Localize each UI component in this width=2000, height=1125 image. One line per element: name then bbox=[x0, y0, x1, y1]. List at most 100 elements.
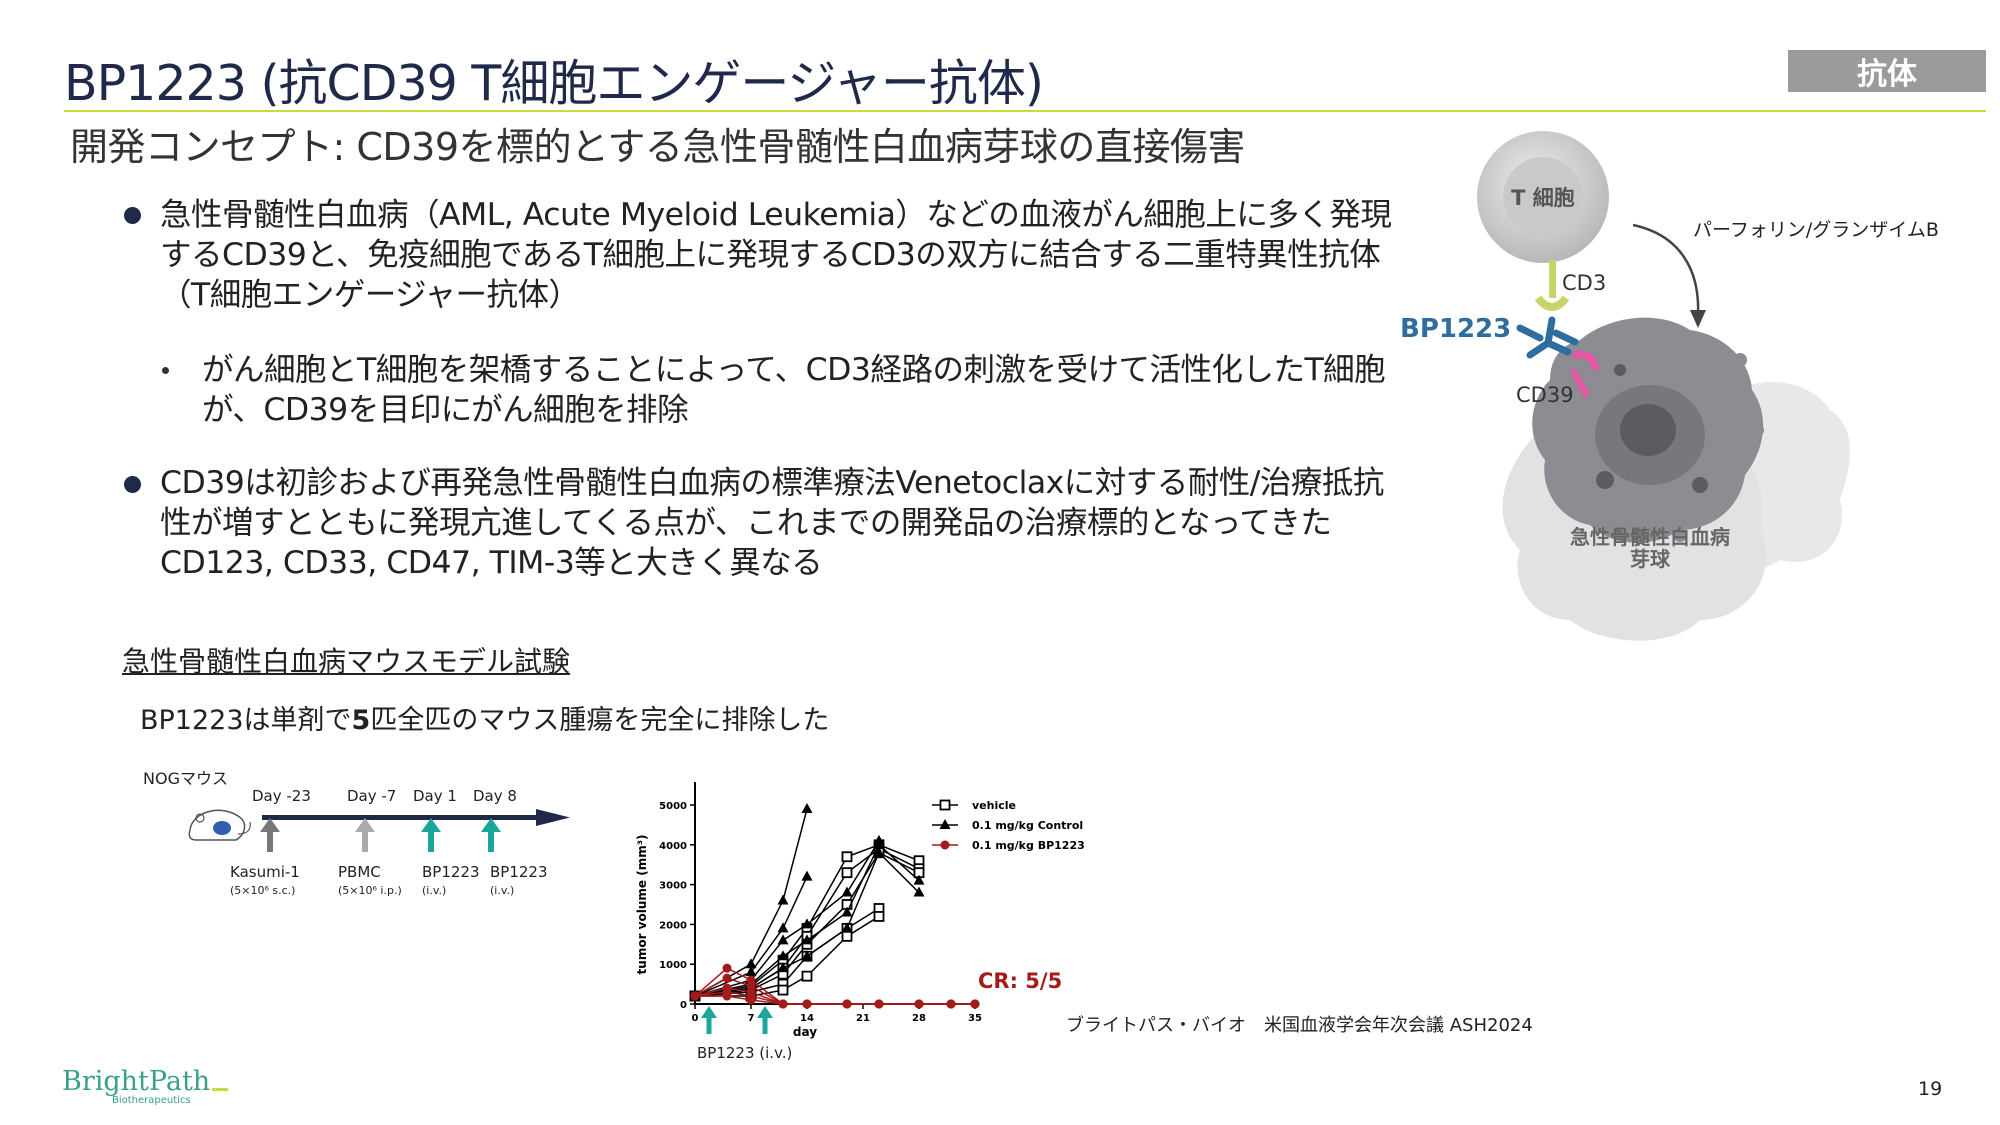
timeline-arrow-shaft bbox=[362, 830, 368, 852]
logo-wordmark: BrightPath bbox=[62, 1066, 211, 1097]
data-point bbox=[801, 934, 813, 945]
bullet-text-2: CD39は初診および再発急性骨髄性白血病の標準療法Venetoclaxに対する耐… bbox=[160, 465, 1384, 581]
mouse-label: NOGマウス bbox=[143, 769, 228, 788]
data-point bbox=[841, 906, 853, 917]
cd3-label: CD3 bbox=[1562, 271, 1606, 295]
sub-bullet-text: がん細胞とT細胞を架橋することによって、CD3経路の刺激を受けて活性化したT細胞… bbox=[202, 352, 1386, 428]
timeline-arrow-shaft bbox=[267, 830, 273, 852]
dosing-arrow-shaft bbox=[762, 1012, 768, 1034]
data-point bbox=[777, 962, 789, 973]
bullet-marker bbox=[124, 207, 141, 224]
data-point bbox=[841, 930, 853, 942]
x-tick-label: 0 bbox=[692, 1013, 699, 1024]
timeline-agent-label: BP1223 bbox=[490, 863, 548, 881]
cr-annotation: CR: 5/5 bbox=[978, 969, 1062, 993]
antibody-icon bbox=[1516, 316, 1579, 359]
timeline-day-label: Day -23 bbox=[252, 787, 311, 805]
data-point bbox=[940, 840, 950, 850]
bullet-marker bbox=[124, 476, 141, 493]
timeline-arrow-icon bbox=[260, 818, 280, 832]
x-tick-label: 14 bbox=[800, 1013, 814, 1024]
cd3-receptor bbox=[1534, 260, 1570, 311]
study-heading: 急性骨髄性白血病マウスモデル試験 bbox=[122, 645, 571, 678]
data-point bbox=[777, 894, 789, 905]
data-point bbox=[801, 802, 813, 813]
page-number: 19 bbox=[1918, 1078, 1943, 1100]
x-tick-label: 35 bbox=[968, 1013, 982, 1024]
slide-title: BP1223 (抗CD39 T細胞エンゲージャー抗体) bbox=[64, 55, 1044, 112]
data-point bbox=[722, 991, 732, 1001]
data-point bbox=[777, 922, 789, 933]
data-point bbox=[913, 874, 925, 885]
y-tick-label: 2000 bbox=[659, 920, 687, 931]
dosing-arrow-icon bbox=[701, 1006, 717, 1018]
data-point bbox=[841, 851, 853, 863]
result-text-pre: BP1223は単剤で bbox=[140, 705, 352, 736]
data-point bbox=[874, 999, 884, 1009]
data-point bbox=[801, 970, 813, 982]
timeline-arrow-icon bbox=[421, 818, 441, 832]
antibody-label: BP1223 bbox=[1400, 314, 1511, 344]
timeline-day-label: Day 1 bbox=[413, 787, 457, 805]
company-logo: BrightPath Biotherapeutics bbox=[62, 1066, 229, 1106]
t-cell-label: T 細胞 bbox=[1511, 186, 1575, 210]
series-group bbox=[690, 963, 980, 1009]
category-badge: 抗体 bbox=[1788, 50, 1986, 92]
arrow-head-icon bbox=[1690, 310, 1706, 328]
title-divider bbox=[64, 110, 1986, 112]
data-point bbox=[746, 995, 756, 1005]
timeline-agent-label: Kasumi-1 bbox=[230, 863, 300, 881]
data-point bbox=[778, 999, 788, 1009]
data-point bbox=[801, 870, 813, 881]
blast-label-line2: 芽球 bbox=[1630, 547, 1671, 571]
legend-label: 0.1 mg/kg Control bbox=[972, 819, 1083, 832]
y-tick-label: 3000 bbox=[659, 881, 687, 892]
data-point bbox=[841, 886, 853, 897]
logo-subtitle: Biotherapeutics bbox=[112, 1095, 191, 1106]
blast-label-line1: 急性骨髄性白血病 bbox=[1570, 525, 1730, 549]
data-point bbox=[801, 950, 813, 961]
data-point bbox=[914, 999, 924, 1009]
data-point bbox=[842, 999, 852, 1009]
legend-label: 0.1 mg/kg BP1223 bbox=[972, 839, 1085, 852]
timeline-dose-label: (i.v.) bbox=[422, 884, 446, 897]
timeline-dose-label: (5×10⁶ s.c.) bbox=[230, 884, 295, 897]
logo-accent-bar bbox=[212, 1088, 229, 1091]
data-point bbox=[690, 991, 700, 1001]
data-point bbox=[873, 838, 885, 849]
series-line bbox=[695, 995, 975, 1005]
timeline-arrowhead-icon bbox=[536, 809, 570, 826]
legend-label: vehicle bbox=[972, 799, 1016, 812]
data-point bbox=[939, 819, 951, 829]
y-tick-label: 4000 bbox=[659, 841, 687, 852]
series-line bbox=[694, 967, 975, 1005]
x-tick-label: 28 bbox=[912, 1013, 926, 1024]
mechanism-diagram: T 細胞 パーフォリン/グランザイムB CD3 BP1223 CD39 急性骨髄… bbox=[1400, 131, 1939, 641]
timeline-arrow-shaft bbox=[488, 830, 494, 852]
cd39-label: CD39 bbox=[1516, 383, 1574, 407]
blast-cell bbox=[1532, 317, 1764, 543]
cd39-receptor bbox=[1569, 350, 1600, 398]
sub-bullet-marker bbox=[162, 367, 169, 374]
data-point bbox=[841, 867, 853, 879]
dosing-label: BP1223 (i.v.) bbox=[697, 1044, 792, 1060]
data-point bbox=[873, 846, 885, 857]
data-point bbox=[946, 999, 956, 1009]
timeline-dose-label: (i.v.) bbox=[490, 884, 514, 897]
data-point bbox=[777, 950, 789, 961]
data-point bbox=[722, 963, 732, 973]
x-tick-label: 7 bbox=[748, 1013, 755, 1024]
dosing-arrow-shaft bbox=[706, 1012, 712, 1034]
y-tick-label: 5000 bbox=[659, 801, 687, 812]
data-point bbox=[970, 999, 980, 1009]
y-tick-label: 1000 bbox=[659, 960, 687, 971]
data-point bbox=[802, 999, 812, 1009]
perforin-label: パーフォリン/グランザイムB bbox=[1693, 219, 1939, 241]
timeline-arrow-icon bbox=[481, 818, 501, 832]
x-axis-label: day bbox=[793, 1025, 817, 1039]
data-point bbox=[841, 922, 853, 933]
result-text-post: 匹全匹のマウス腫瘍を完全に排除した bbox=[370, 705, 830, 736]
result-count: 5 bbox=[351, 705, 371, 736]
timeline-axis bbox=[262, 815, 538, 820]
